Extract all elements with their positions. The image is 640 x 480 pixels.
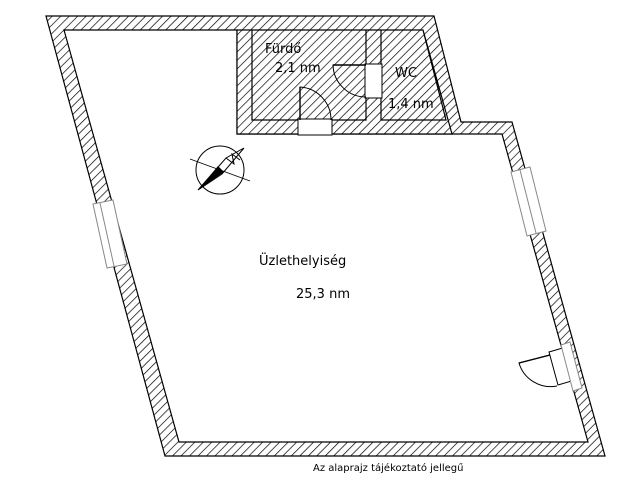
entrance-door-swing <box>518 354 558 388</box>
wc-door-opening <box>364 63 383 99</box>
shop-room-area: 25,3 nm <box>296 287 350 302</box>
window-right-upper <box>510 166 547 237</box>
disclaimer-text: Az alaprajz tájékoztató jellegű <box>313 462 463 474</box>
wc-room-name: WC <box>395 66 417 81</box>
bath-room-area: 2,1 nm <box>275 61 321 76</box>
north-arrow-icon <box>189 145 251 195</box>
bath-door-opening <box>297 118 333 136</box>
window-right-lower <box>560 341 583 392</box>
bath-door-swing <box>299 86 332 121</box>
wc-door-swing <box>332 64 367 98</box>
window-left <box>92 199 128 269</box>
wc-room-area: 1,4 nm <box>388 97 434 112</box>
bath-room-name: Fürdő <box>265 42 301 57</box>
outer-wall <box>45 15 606 457</box>
entrance-door-leaf <box>518 354 551 364</box>
shop-room-name: Üzlethelyiség <box>259 252 346 269</box>
